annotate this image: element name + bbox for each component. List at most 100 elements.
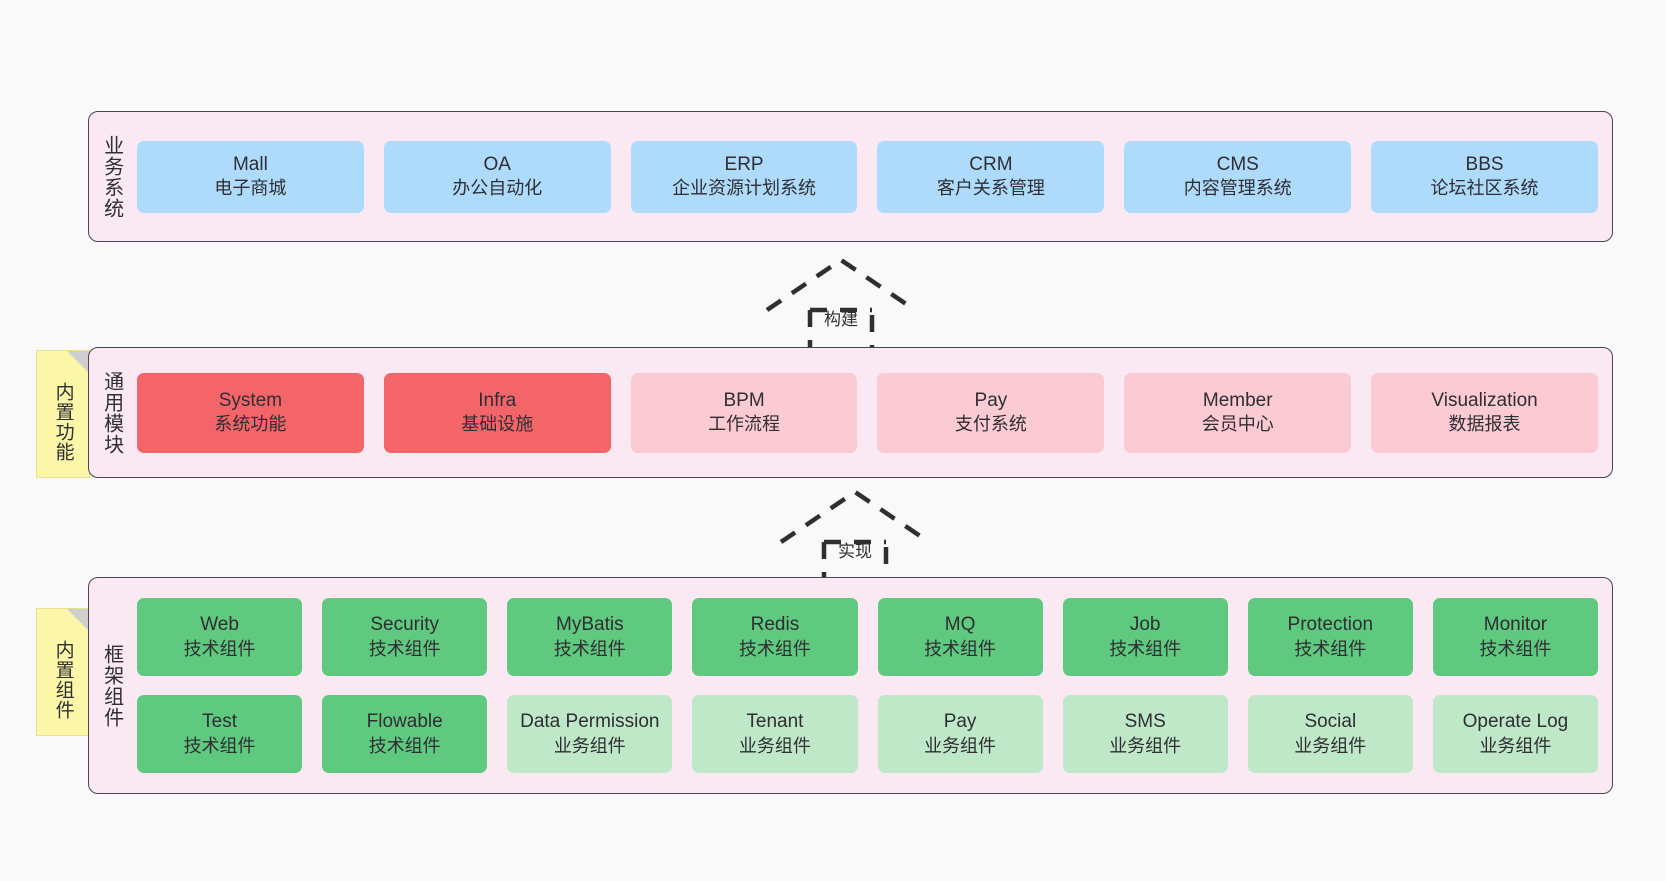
block-security-cn: 技术组件 [368,638,441,659]
layer-body-framework: Web 技术组件 Security 技术组件 MyBatis 技术组件 Redi… [133,578,1612,793]
block-data-permission-cn: 业务组件 [553,735,626,756]
block-operate-log[interactable]: Operate Log 业务组件 [1432,695,1598,773]
block-pay-cn: 支付系统 [954,414,1027,435]
block-tenant-cn: 业务组件 [738,735,811,756]
block-bbs-cn: 论坛社区系统 [1430,178,1539,199]
block-mybatis-en: MyBatis [556,614,624,636]
framework-row-biz: Test 技术组件 Flowable 技术组件 Data Permission … [137,695,1598,773]
block-social[interactable]: Social 业务组件 [1247,695,1413,773]
block-monitor-en: Monitor [1483,614,1548,636]
block-infra-en: Infra [478,389,517,411]
block-system[interactable]: System 系统功能 [137,372,364,453]
block-social-cn: 业务组件 [1294,735,1367,756]
block-cms-cn: 内容管理系统 [1183,178,1292,199]
common-row: System 系统功能 Infra 基础设施 BPM 工作流程 Pay 支付系统… [137,372,1598,453]
layer-common-module: 通用模块 System 系统功能 Infra 基础设施 BPM 工作流程 Pay… [88,347,1613,478]
block-cms-en: CMS [1216,153,1259,175]
block-cms[interactable]: CMS 内容管理系统 [1124,140,1352,213]
block-oa-en: OA [483,153,511,175]
block-oa-cn: 办公自动化 [452,178,543,199]
block-bpm-en: BPM [723,389,765,411]
block-oa[interactable]: OA 办公自动化 [383,140,611,213]
block-visualization-en: Visualization [1431,389,1538,411]
block-crm[interactable]: CRM 客户关系管理 [877,140,1105,213]
block-flowable-en: Flowable [366,711,443,733]
layer-body-business: Mall 电子商城 OA 办公自动化 ERP 企业资源计划系统 CRM 客户关系… [133,112,1612,241]
arrow-build-label: 构建 [824,310,858,329]
block-web[interactable]: Web 技术组件 [137,598,303,676]
note-builtin-components-label: 内置组件 [52,640,74,720]
block-security[interactable]: Security 技术组件 [322,598,488,676]
block-redis-en: Redis [750,614,800,636]
block-protection-cn: 技术组件 [1294,638,1367,659]
block-social-en: Social [1304,711,1357,733]
block-bbs-en: BBS [1465,153,1504,175]
block-pay-component-en: Pay [943,711,977,733]
block-erp-en: ERP [724,153,764,175]
block-monitor-cn: 技术组件 [1479,638,1552,659]
block-flowable-cn: 技术组件 [368,735,441,756]
block-mybatis[interactable]: MyBatis 技术组件 [507,598,673,676]
block-pay-en: Pay [974,389,1008,411]
block-mq-cn: 技术组件 [924,638,997,659]
block-job-en: Job [1129,614,1161,636]
block-redis-cn: 技术组件 [738,638,811,659]
block-flowable[interactable]: Flowable 技术组件 [322,695,488,773]
block-bpm[interactable]: BPM 工作流程 [630,372,858,453]
block-visualization-cn: 数据报表 [1448,414,1521,435]
block-test-cn: 技术组件 [183,735,256,756]
block-operate-log-cn: 业务组件 [1479,735,1552,756]
block-bpm-cn: 工作流程 [708,414,781,435]
business-row: Mall 电子商城 OA 办公自动化 ERP 企业资源计划系统 CRM 客户关系… [137,140,1598,213]
layer-framework-component: 框架组件 Web 技术组件 Security 技术组件 MyBatis 技术组件… [88,577,1613,794]
block-test[interactable]: Test 技术组件 [137,695,303,773]
block-redis[interactable]: Redis 技术组件 [692,598,858,676]
block-member[interactable]: Member 会员中心 [1124,372,1352,453]
block-monitor[interactable]: Monitor 技术组件 [1432,598,1598,676]
block-member-cn: 会员中心 [1201,414,1274,435]
block-pay[interactable]: Pay 支付系统 [877,372,1105,453]
block-data-permission[interactable]: Data Permission 业务组件 [507,695,673,773]
block-crm-cn: 客户关系管理 [936,178,1045,199]
block-member-en: Member [1202,389,1273,411]
note-fold-icon [67,609,89,631]
block-web-cn: 技术组件 [183,638,256,659]
layer-title-framework: 框架组件 [100,643,123,728]
block-system-en: System [218,389,283,411]
block-sms[interactable]: SMS 业务组件 [1062,695,1228,773]
block-protection[interactable]: Protection 技术组件 [1247,598,1413,676]
arrow-implement: 实现 [775,489,935,586]
block-tenant[interactable]: Tenant 业务组件 [692,695,858,773]
note-fold-icon [67,351,89,373]
block-sms-en: SMS [1124,711,1166,733]
block-pay-component-cn: 业务组件 [924,735,997,756]
block-mall-en: Mall [232,153,268,175]
block-system-cn: 系统功能 [214,414,287,435]
block-mall-cn: 电子商城 [214,178,287,199]
block-mall[interactable]: Mall 电子商城 [137,140,364,213]
block-operate-log-en: Operate Log [1462,711,1569,733]
layer-title-common: 通用模块 [100,370,123,455]
block-erp[interactable]: ERP 企业资源计划系统 [630,140,858,213]
block-protection-en: Protection [1287,614,1374,636]
block-visualization[interactable]: Visualization 数据报表 [1371,372,1598,453]
block-sms-cn: 业务组件 [1109,735,1182,756]
block-test-en: Test [202,711,237,733]
block-tenant-en: Tenant [746,711,804,733]
block-erp-cn: 企业资源计划系统 [672,178,817,199]
block-bbs[interactable]: BBS 论坛社区系统 [1371,140,1598,213]
block-mq[interactable]: MQ 技术组件 [877,598,1043,676]
block-web-en: Web [200,614,239,636]
block-crm-en: CRM [969,153,1013,175]
block-job[interactable]: Job 技术组件 [1062,598,1228,676]
note-builtin-components: 内置组件 [36,608,90,736]
note-builtin-features: 内置功能 [36,350,90,478]
layer-title-business: 业务系统 [100,134,123,219]
block-data-permission-en: Data Permission [520,711,660,733]
block-pay-component[interactable]: Pay 业务组件 [877,695,1043,773]
layer-business-system: 业务系统 Mall 电子商城 OA 办公自动化 ERP 企业资源计划系统 CRM… [88,111,1613,242]
block-job-cn: 技术组件 [1109,638,1182,659]
block-infra[interactable]: Infra 基础设施 [383,372,611,453]
block-mq-en: MQ [944,614,976,636]
